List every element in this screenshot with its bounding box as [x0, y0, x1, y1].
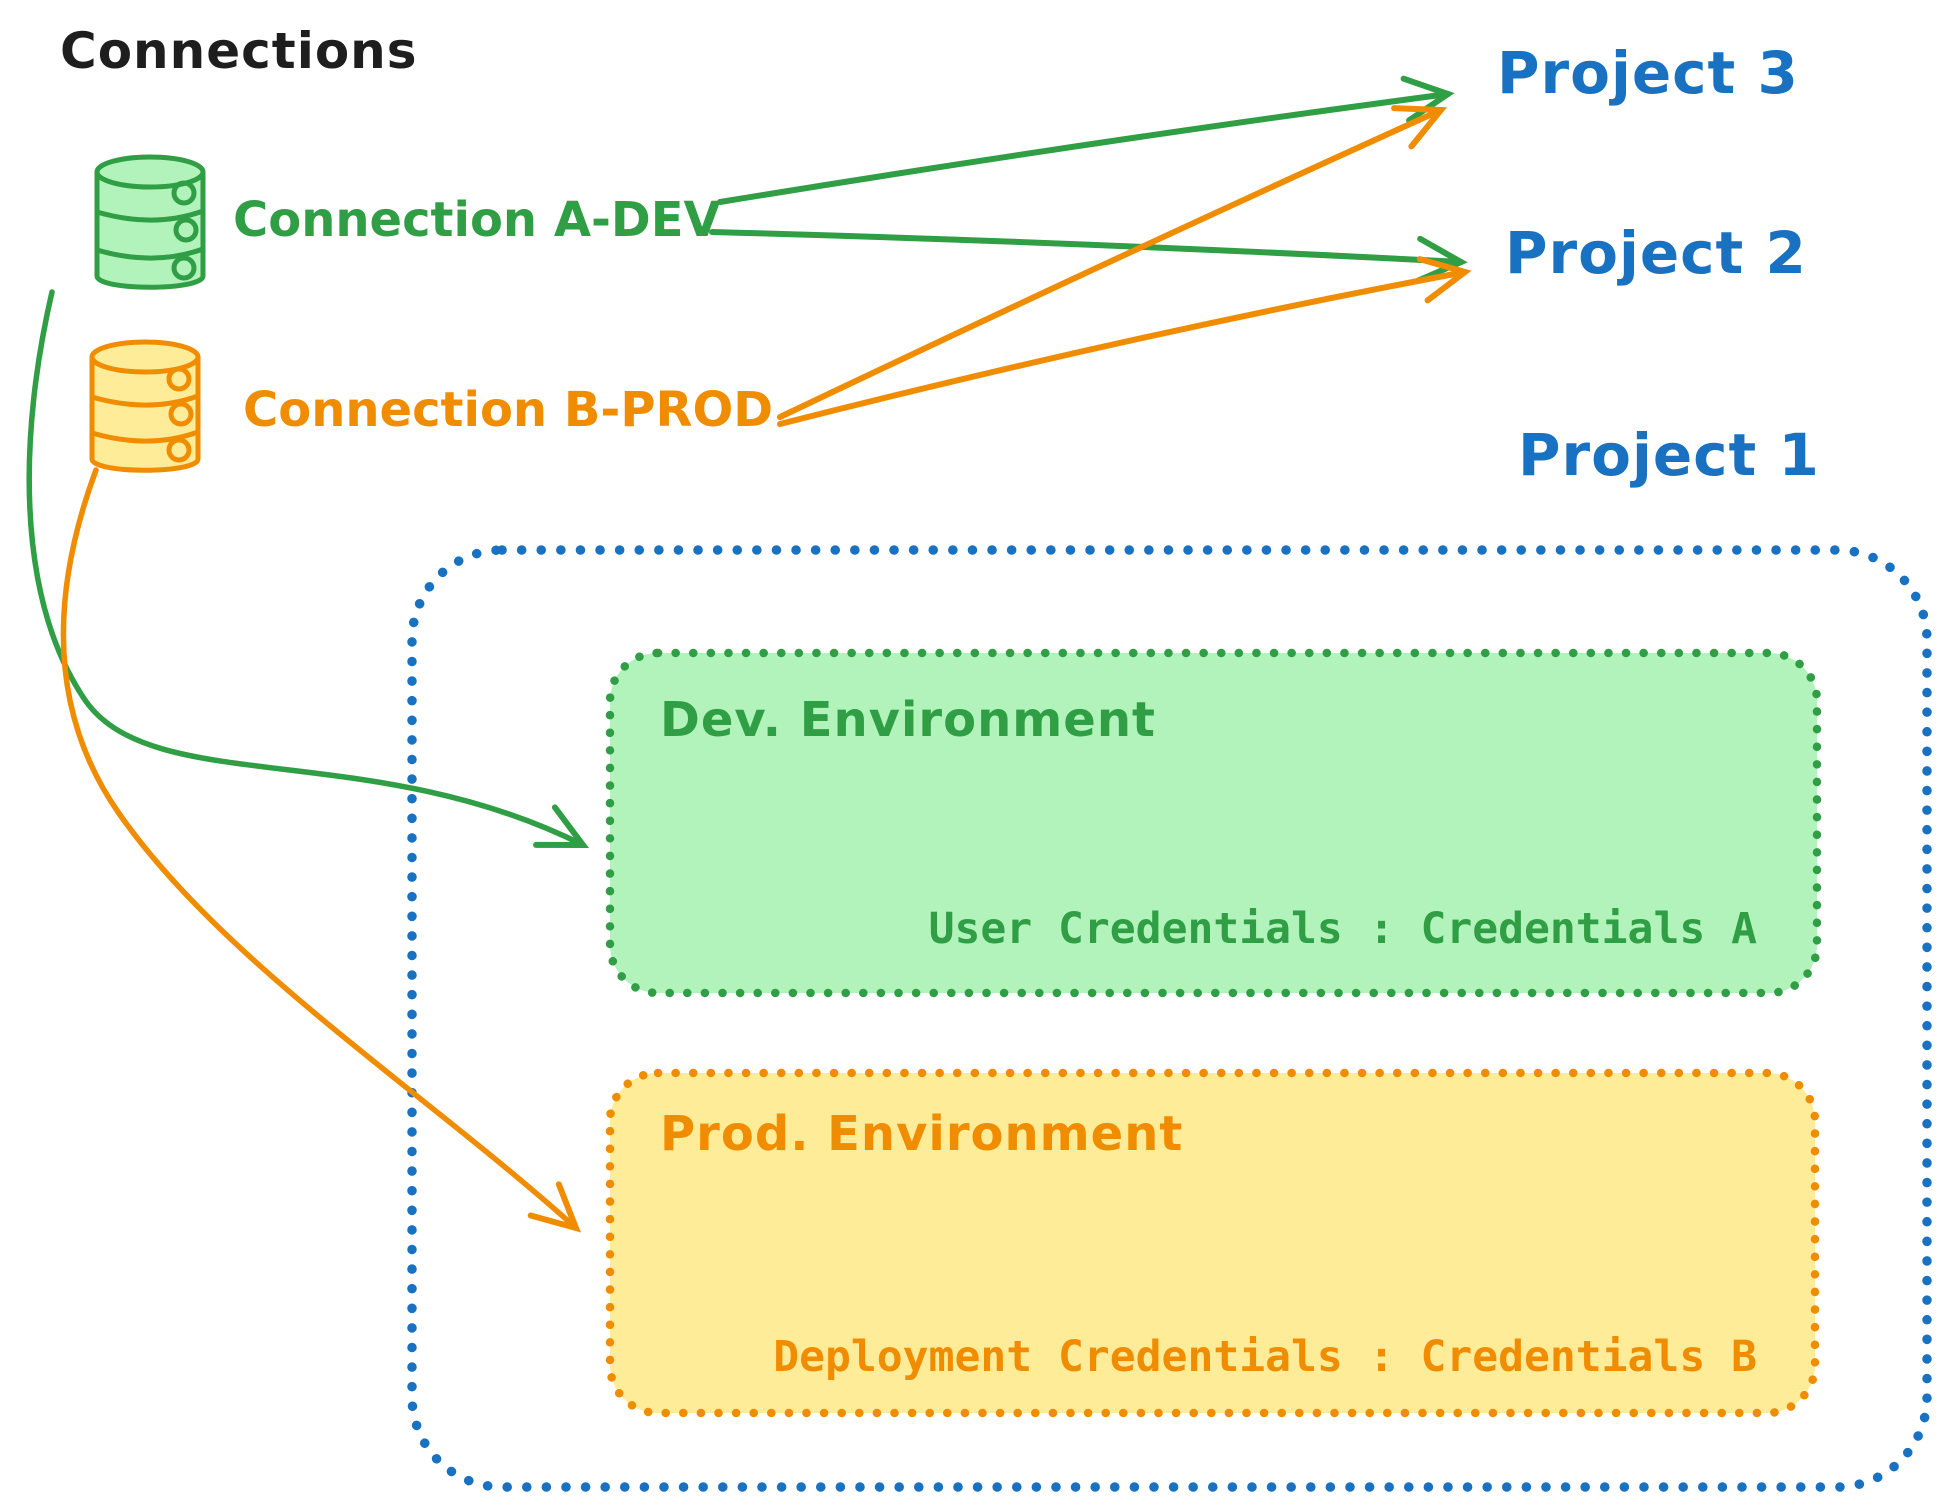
dev-environment-box [605, 648, 1822, 998]
dev-environment-credentials: User Credentials : Credentials A [928, 904, 1757, 954]
dev-environment-title: Dev. Environment [660, 692, 1156, 748]
project3-label: Project 3 [1497, 39, 1799, 107]
arrow-a-dev-to-project2 [709, 229, 1468, 284]
project1-box [407, 545, 1932, 1492]
connection-b-prod-label: Connection B-PROD [243, 382, 774, 438]
database-icon-a-dev [94, 154, 206, 290]
database-icon-b-prod [89, 339, 201, 473]
connection-a-dev-label: Connection A-DEV [233, 192, 721, 248]
arrow-b-prod-to-prod-environment [60, 467, 581, 1233]
prod-environment-box [605, 1068, 1820, 1418]
prod-environment-credentials: Deployment Credentials : Credentials B [773, 1332, 1757, 1382]
project2-label: Project 2 [1505, 219, 1807, 287]
arrow-b-prod-to-project2 [777, 256, 1472, 427]
prod-environment-title: Prod. Environment [660, 1106, 1184, 1162]
arrow-a-dev-to-project3 [717, 75, 1455, 205]
project1-label: Project 1 [1518, 421, 1820, 489]
arrow-a-dev-to-dev-environment [26, 289, 589, 849]
arrow-b-prod-to-project3 [777, 105, 1448, 420]
connections-title: Connections [60, 22, 418, 80]
